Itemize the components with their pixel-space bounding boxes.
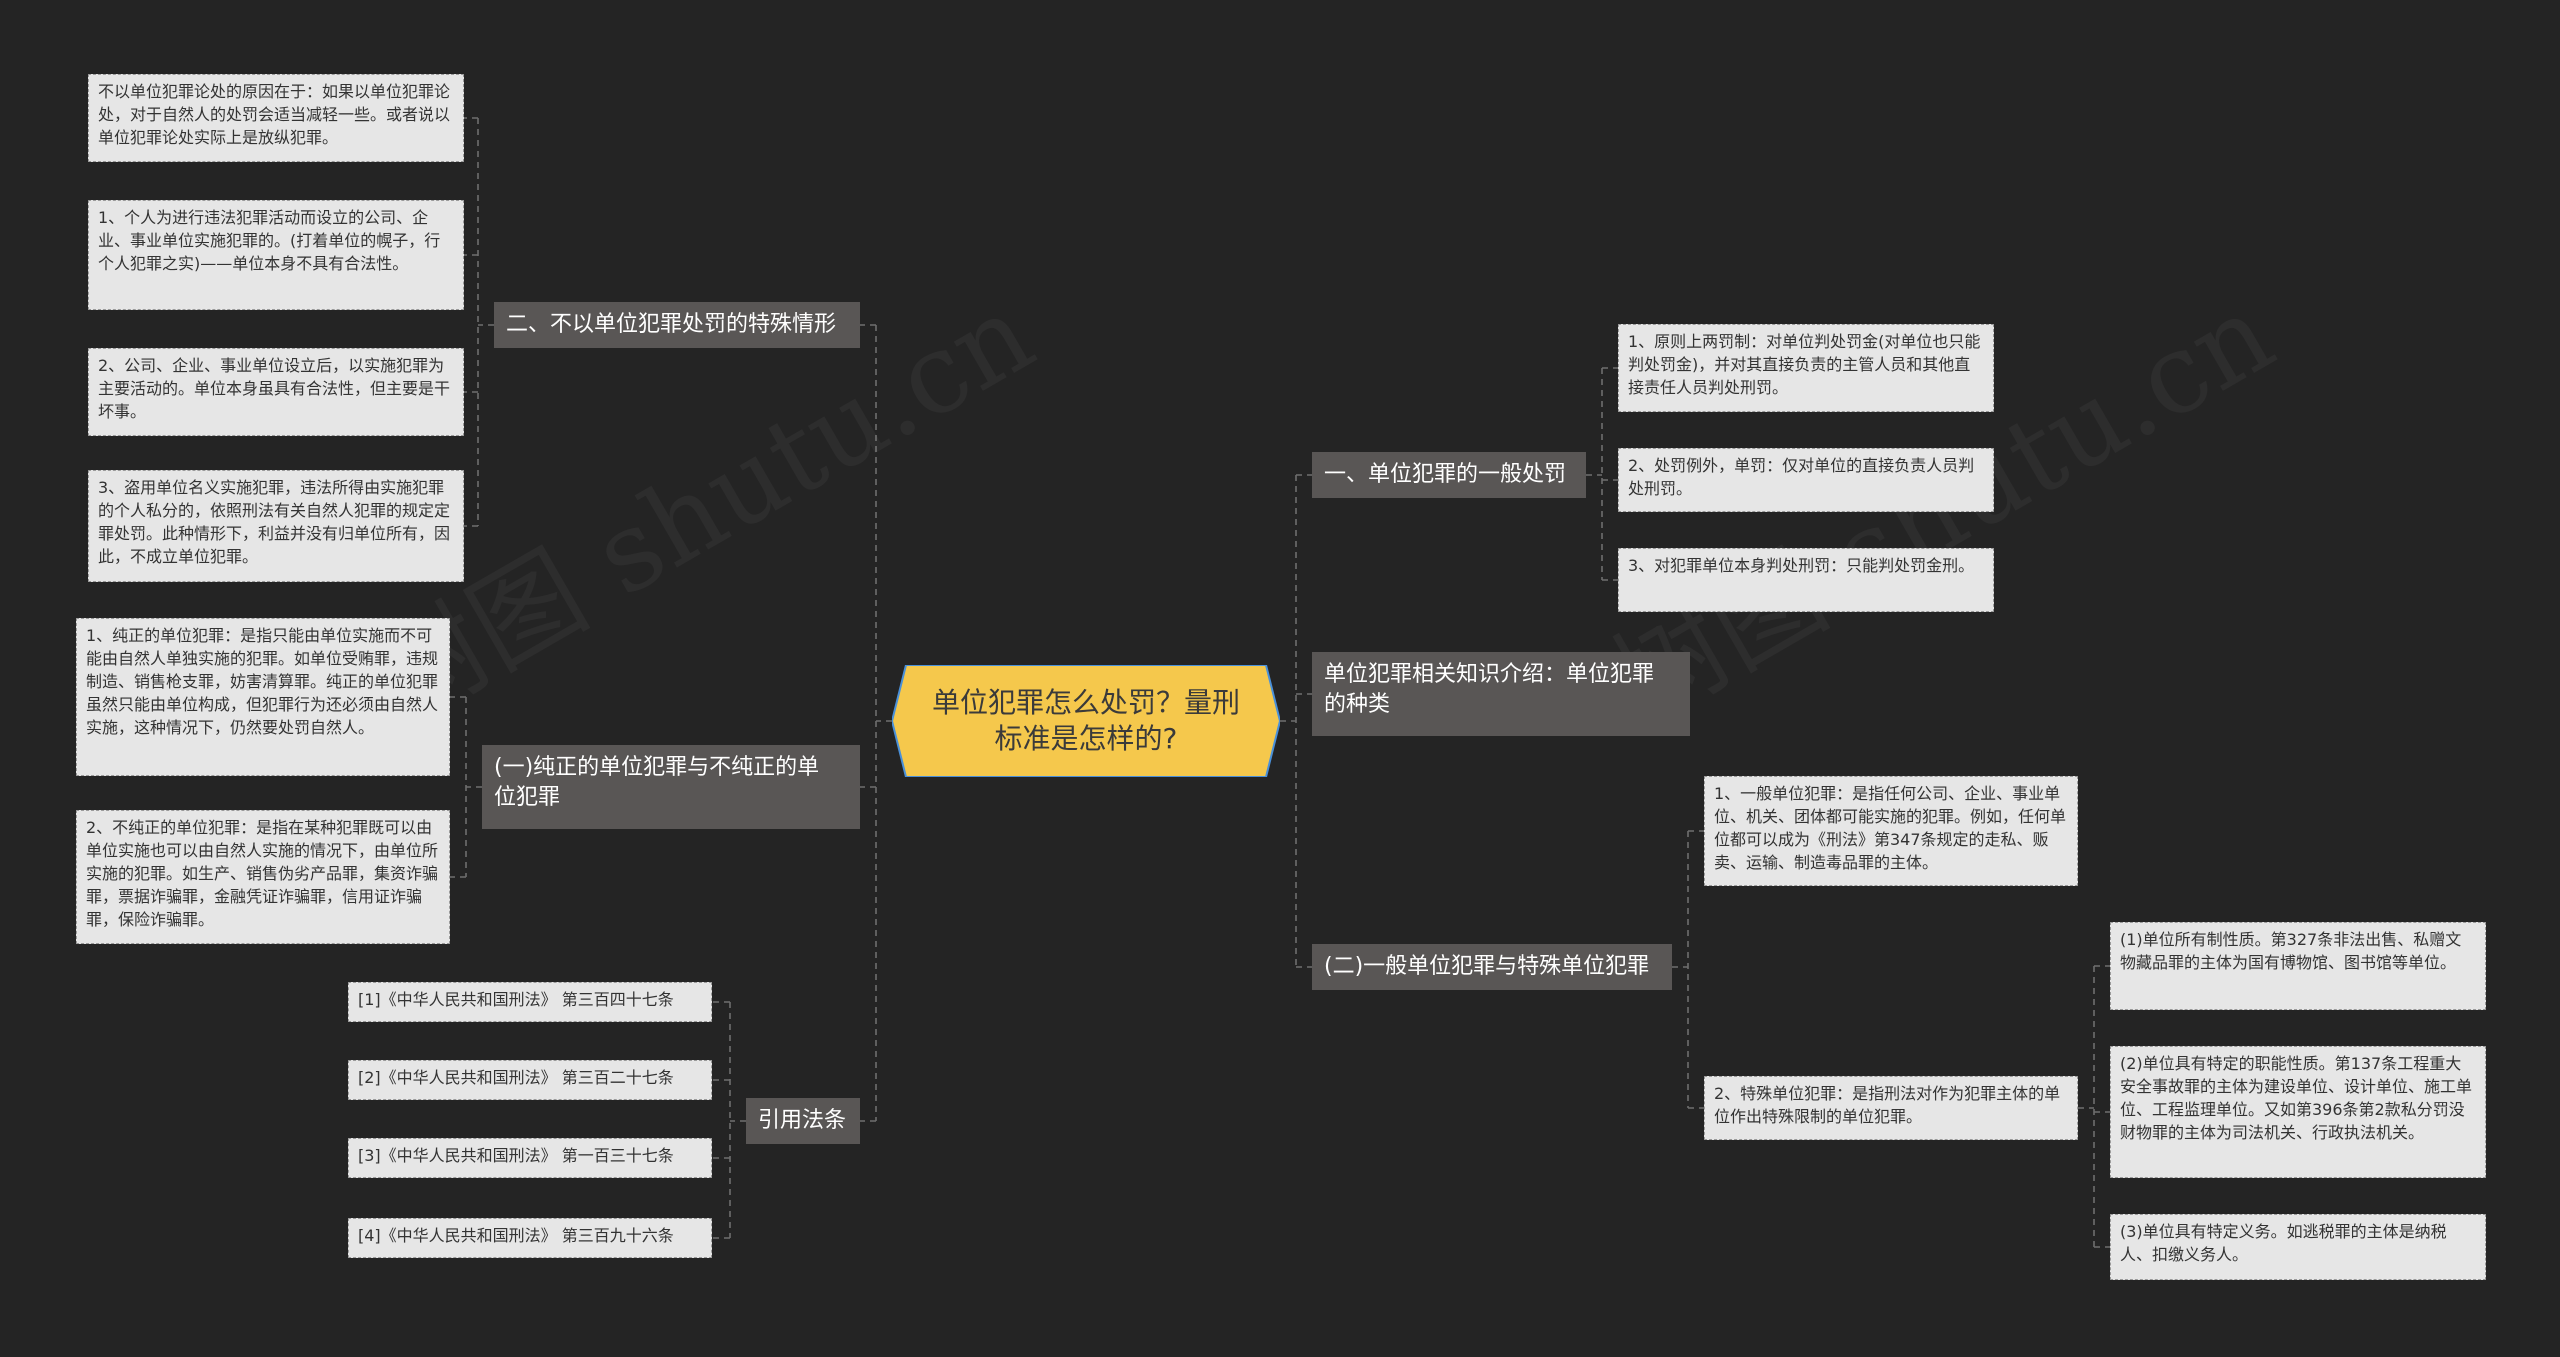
branch-special-cases[interactable]: 二、不以单位犯罪处罚的特殊情形 — [494, 302, 860, 348]
leaf-ref-2: [2]《中华人民共和国刑法》 第三百二十七条 — [348, 1060, 712, 1100]
leaf-general-1: 1、原则上两罚制：对单位判处罚金(对单位也只能判处罚金)，并对其直接负责的主管人… — [1618, 324, 1994, 412]
root-shape — [892, 665, 1280, 777]
leaf-special-sub-3: (3)单位具有特定义务。如逃税罪的主体是纳税人、扣缴义务人。 — [2110, 1214, 2486, 1280]
leaf-general-3: 3、对犯罪单位本身判处刑罚：只能判处罚金刑。 — [1618, 548, 1994, 612]
branch-references[interactable]: 引用法条 — [746, 1098, 860, 1144]
leaf-special-1: 1、个人为进行违法犯罪活动而设立的公司、企业、事业单位实施犯罪的。(打着单位的幌… — [88, 200, 464, 310]
leaf-ref-4: [4]《中华人民共和国刑法》 第三百九十六条 — [348, 1218, 712, 1258]
root-title: 单位犯罪怎么处罚？量刑 标准是怎样的? — [931, 686, 1240, 755]
leaf-special-3: 3、盗用单位名义实施犯罪，违法所得由实施犯罪的个人私分的，依照刑法有关自然人犯罪… — [88, 470, 464, 582]
leaf-special-2: 2、公司、企业、事业单位设立后，以实施犯罪为主要活动的。单位本身虽具有合法性，但… — [88, 348, 464, 436]
leaf-kinds-special: 2、特殊单位犯罪：是指刑法对作为犯罪主体的单位作出特殊限制的单位犯罪。 — [1704, 1076, 2078, 1140]
leaf-ref-1: [1]《中华人民共和国刑法》 第三百四十七条 — [348, 982, 712, 1022]
branch-general-penalty[interactable]: 一、单位犯罪的一般处罚 — [1312, 452, 1586, 498]
leaf-kinds-general: 1、一般单位犯罪：是指任何公司、企业、事业单位、机关、团体都可能实施的犯罪。例如… — [1704, 776, 2078, 886]
branch-kinds[interactable]: (二)一般单位犯罪与特殊单位犯罪 — [1312, 944, 1672, 990]
root-node[interactable]: 单位犯罪怎么处罚？量刑 标准是怎样的? — [892, 665, 1280, 777]
branch-intro[interactable]: 单位犯罪相关知识介绍：单位犯罪 的种类 — [1312, 652, 1690, 736]
leaf-pure-1: 1、纯正的单位犯罪：是指只能由单位实施而不可能由自然人单独实施的犯罪。如单位受贿… — [76, 618, 450, 776]
leaf-special-sub-2: (2)单位具有特定的职能性质。第137条工程重大安全事故罪的主体为建设单位、设计… — [2110, 1046, 2486, 1178]
leaf-general-2: 2、处罚例外，单罚：仅对单位的直接负责人员判处刑罚。 — [1618, 448, 1994, 512]
leaf-pure-2: 2、不纯正的单位犯罪：是指在某种犯罪既可以由单位实施也可以由自然人实施的情况下，… — [76, 810, 450, 944]
leaf-ref-3: [3]《中华人民共和国刑法》 第一百三十七条 — [348, 1138, 712, 1178]
leaf-special-reason: 不以单位犯罪论处的原因在于：如果以单位犯罪论处，对于自然人的处罚会适当减轻一些。… — [88, 74, 464, 162]
leaf-special-sub-1: (1)单位所有制性质。第327条非法出售、私赠文物藏品罪的主体为国有博物馆、图书… — [2110, 922, 2486, 1010]
branch-pure-impure[interactable]: (一)纯正的单位犯罪与不纯正的单 位犯罪 — [482, 745, 860, 829]
